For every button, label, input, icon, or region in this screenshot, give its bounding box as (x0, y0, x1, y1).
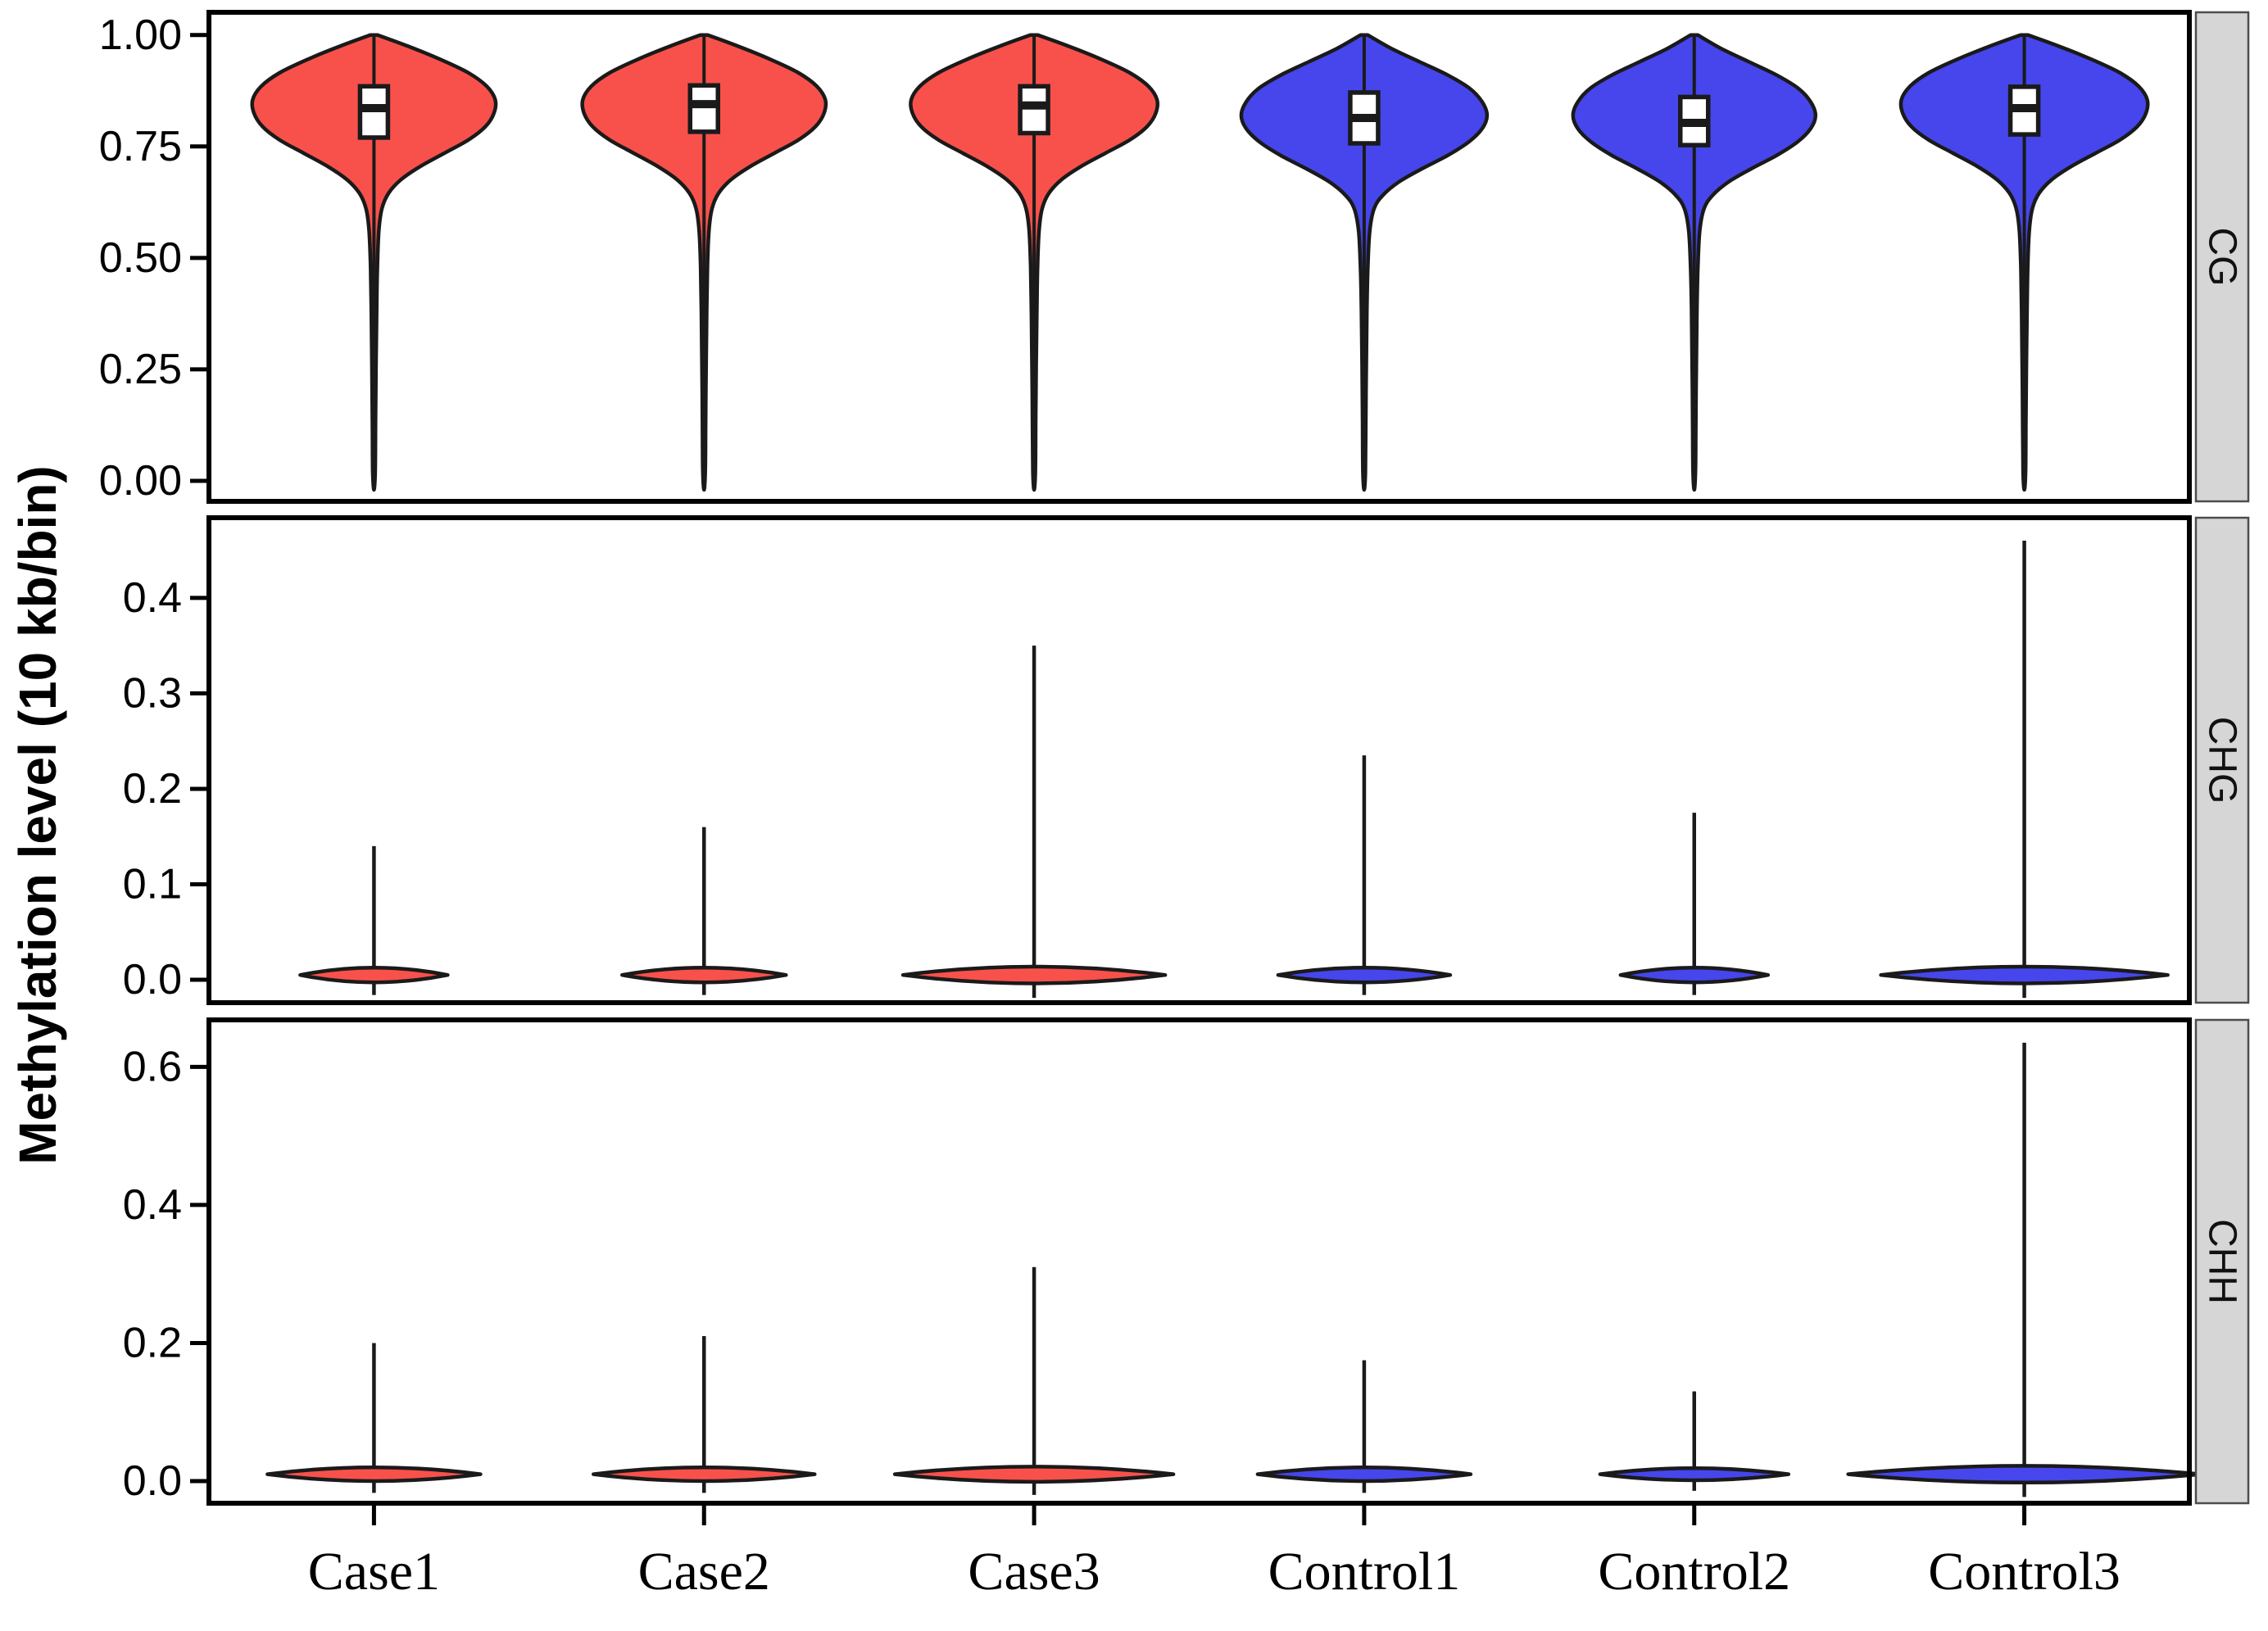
violin-case2-chg (620, 966, 788, 985)
facet-strip-chh (2194, 1018, 2250, 1505)
violin-control1-chh (1255, 1466, 1473, 1484)
y-tick-label-cg: 0.50 (99, 234, 182, 282)
y-tick-label-chg: 0.4 (123, 574, 182, 622)
violin-control3-chg (1879, 964, 2170, 985)
x-axis-label-case1: Case1 (308, 1542, 440, 1602)
violin-control2-chh (1598, 1466, 1791, 1483)
violin-control1-chg (1276, 966, 1453, 985)
violin-case2-chh (592, 1466, 817, 1484)
y-tick-label-cg: 1.00 (99, 11, 182, 59)
y-tick-label-cg: 0.00 (99, 457, 182, 505)
boxplot-case3-cg (1018, 84, 1050, 136)
x-axis-label-case3: Case3 (968, 1542, 1100, 1602)
y-tick-label-chg: 0.1 (123, 860, 182, 908)
violin-case1-chh (265, 1466, 483, 1484)
violin-control3-chh (1846, 1464, 2202, 1485)
panel-border-chg (206, 515, 2192, 1005)
x-axis-label-control1: Control1 (1268, 1542, 1461, 1602)
y-tick-label-chh: 0.4 (123, 1181, 182, 1229)
panel-border-cg (206, 10, 2192, 504)
facet-strip-cg (2194, 11, 2250, 503)
x-axis-label-control2: Control2 (1598, 1542, 1790, 1602)
y-tick-label-chh: 0.2 (123, 1319, 182, 1366)
panel-border-chh (206, 1017, 2192, 1506)
y-tick-label-cg: 0.75 (99, 123, 182, 170)
violin-control2-chg (1618, 966, 1771, 985)
y-tick-label-chh: 0.0 (123, 1457, 182, 1505)
facet-label-chh: CHH (2201, 1219, 2244, 1304)
y-tick-label-chg: 0.2 (123, 765, 182, 813)
x-axis-label-case2: Case2 (638, 1542, 770, 1602)
violin-case3-chh (892, 1465, 1176, 1484)
y-tick-label-chg: 0.3 (123, 669, 182, 717)
x-axis-label-control3: Control3 (1928, 1542, 2121, 1602)
facet-strip-chg (2194, 516, 2250, 1004)
y-tick-label-chh: 0.6 (123, 1043, 182, 1090)
boxplot-case2-cg (687, 83, 720, 134)
y-axis-title: Methylation level (10 kb/bin) (8, 465, 67, 1165)
facet-label-cg: CG (2201, 228, 2244, 287)
violin-case1-chg (298, 966, 450, 985)
facet-label-chg: CHG (2201, 717, 2244, 804)
violin-case3-chg (900, 964, 1168, 985)
y-tick-label-chg: 0.0 (123, 956, 182, 1004)
y-tick-label-cg: 0.25 (99, 346, 182, 393)
